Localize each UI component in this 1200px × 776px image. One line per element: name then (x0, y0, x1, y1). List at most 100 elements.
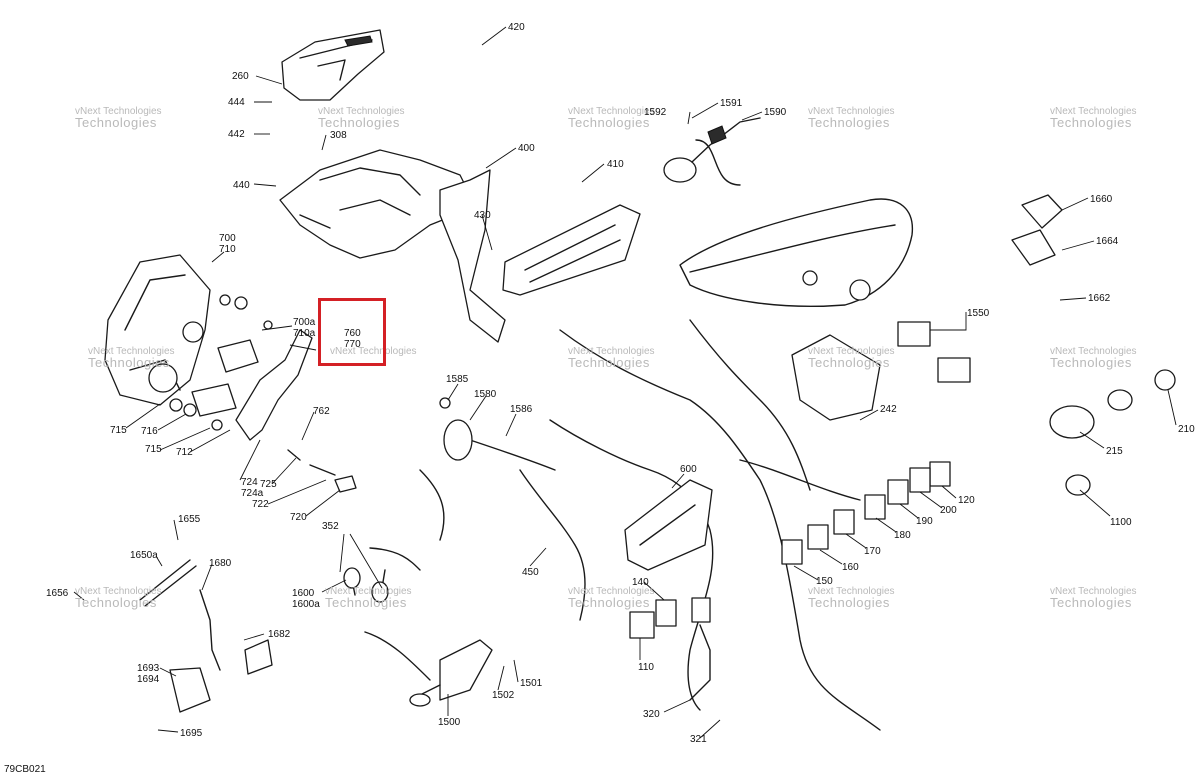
callout-1682: 1682 (268, 629, 291, 640)
callout-712: 712 (176, 447, 193, 458)
cluster-600 (624, 479, 713, 571)
callout-762: 762 (313, 406, 330, 417)
callout-1585: 1585 (446, 374, 469, 385)
callout-210: 210 (1178, 424, 1195, 435)
callout-170: 170 (864, 546, 881, 557)
callout-1650a: 1650a (130, 550, 158, 561)
watermark-text: vNext Technologies (1050, 586, 1137, 597)
cover-260 (281, 29, 385, 101)
watermark-text: vNext Technologies (75, 106, 162, 117)
callout-430: 430 (474, 210, 491, 221)
figure-code: 79CB021 (4, 764, 46, 775)
cable-1650 (139, 559, 273, 713)
callout-1586: 1586 (510, 404, 533, 415)
callout-1550: 1550 (967, 308, 990, 319)
switches-210-215-1100 (1049, 369, 1176, 496)
callout-1680: 1680 (209, 558, 232, 569)
callout-444: 444 (228, 97, 245, 108)
watermark-text-2: Technologies (568, 115, 650, 130)
callout-215: 215 (1106, 446, 1123, 457)
callout-440: 440 (233, 180, 250, 191)
callout-1693: 1693 1694 (137, 663, 160, 685)
horn-1580 (439, 397, 473, 461)
callout-1662: 1662 (1088, 293, 1111, 304)
callout-120: 120 (958, 495, 975, 506)
callout-140: 140 (632, 577, 649, 588)
callout-190: 190 (916, 516, 933, 527)
callout-1660: 1660 (1090, 194, 1113, 205)
callout-722: 722 (252, 499, 269, 510)
watermark-text-2: Technologies (1050, 595, 1132, 610)
pedal-760 (191, 329, 313, 441)
watermark-text-2: Technologies (568, 595, 650, 610)
watermark-text: vNext Technologies (568, 586, 655, 597)
callout-242: 242 (880, 404, 897, 415)
watermark-text-2: Technologies (325, 595, 407, 610)
watermark-text-2: Technologies (75, 115, 157, 130)
watermark-text-2: Technologies (75, 595, 157, 610)
callout-1655: 1655 (178, 514, 201, 525)
callout-321: 321 (690, 734, 707, 745)
callout-1100: 1100 (1110, 517, 1132, 528)
relays-1550 (791, 321, 971, 421)
callout-450: 450 (522, 567, 539, 578)
callout-308: 308 (330, 130, 347, 141)
watermark-text: vNext Technologies (1050, 346, 1137, 357)
bracket-410 (502, 204, 641, 296)
callout-160: 160 (842, 562, 859, 573)
callout-1591: 1591 (720, 98, 743, 109)
callout-400: 400 (518, 143, 535, 154)
watermark-text: vNext Technologies (330, 346, 417, 357)
watermark-text: vNext Technologies (1050, 106, 1137, 117)
harness-frame (679, 198, 914, 307)
highlight-box (318, 298, 386, 366)
callout-720: 720 (290, 512, 307, 523)
cable-1600 (343, 547, 421, 603)
watermark-text-2: Technologies (88, 355, 170, 370)
callout-150: 150 (816, 576, 833, 587)
sensor-1660 (1011, 194, 1063, 266)
callout-1600: 1600 1600a (292, 588, 320, 610)
callout-1695: 1695 (180, 728, 203, 739)
callout-200: 200 (940, 505, 957, 516)
watermark-text: vNext Technologies (88, 346, 175, 357)
hardware-712-725 (169, 294, 357, 493)
throttle-1500 (364, 631, 493, 707)
watermark-text-2: Technologies (318, 115, 400, 130)
watermark-text-2: Technologies (808, 355, 890, 370)
callout-724: 724 724a (241, 477, 264, 499)
watermark-text-2: Technologies (1050, 355, 1132, 370)
housing-700 (104, 254, 211, 406)
callout-180: 180 (894, 530, 911, 541)
callout-410: 410 (607, 159, 624, 170)
leader-lines (73, 26, 1177, 739)
callout-110: 110 (638, 662, 654, 673)
watermark-text-2: Technologies (808, 595, 890, 610)
callout-1502: 1502 (492, 690, 515, 701)
bracket-400 (279, 149, 506, 343)
callout-1590: 1590 (764, 107, 787, 118)
callout-1501: 1501 (520, 678, 543, 689)
callout-600: 600 (680, 464, 697, 475)
callout-1592: 1592 (644, 107, 667, 118)
callout-320: 320 (643, 709, 660, 720)
callout-760: 760 770 (344, 328, 361, 350)
sensor-1590 (663, 117, 761, 186)
callout-442: 442 (228, 129, 245, 140)
watermark-text: vNext Technologies (808, 106, 895, 117)
callout-700a: 700a 710a (293, 317, 316, 339)
callout-700: 700 710 (219, 233, 236, 255)
